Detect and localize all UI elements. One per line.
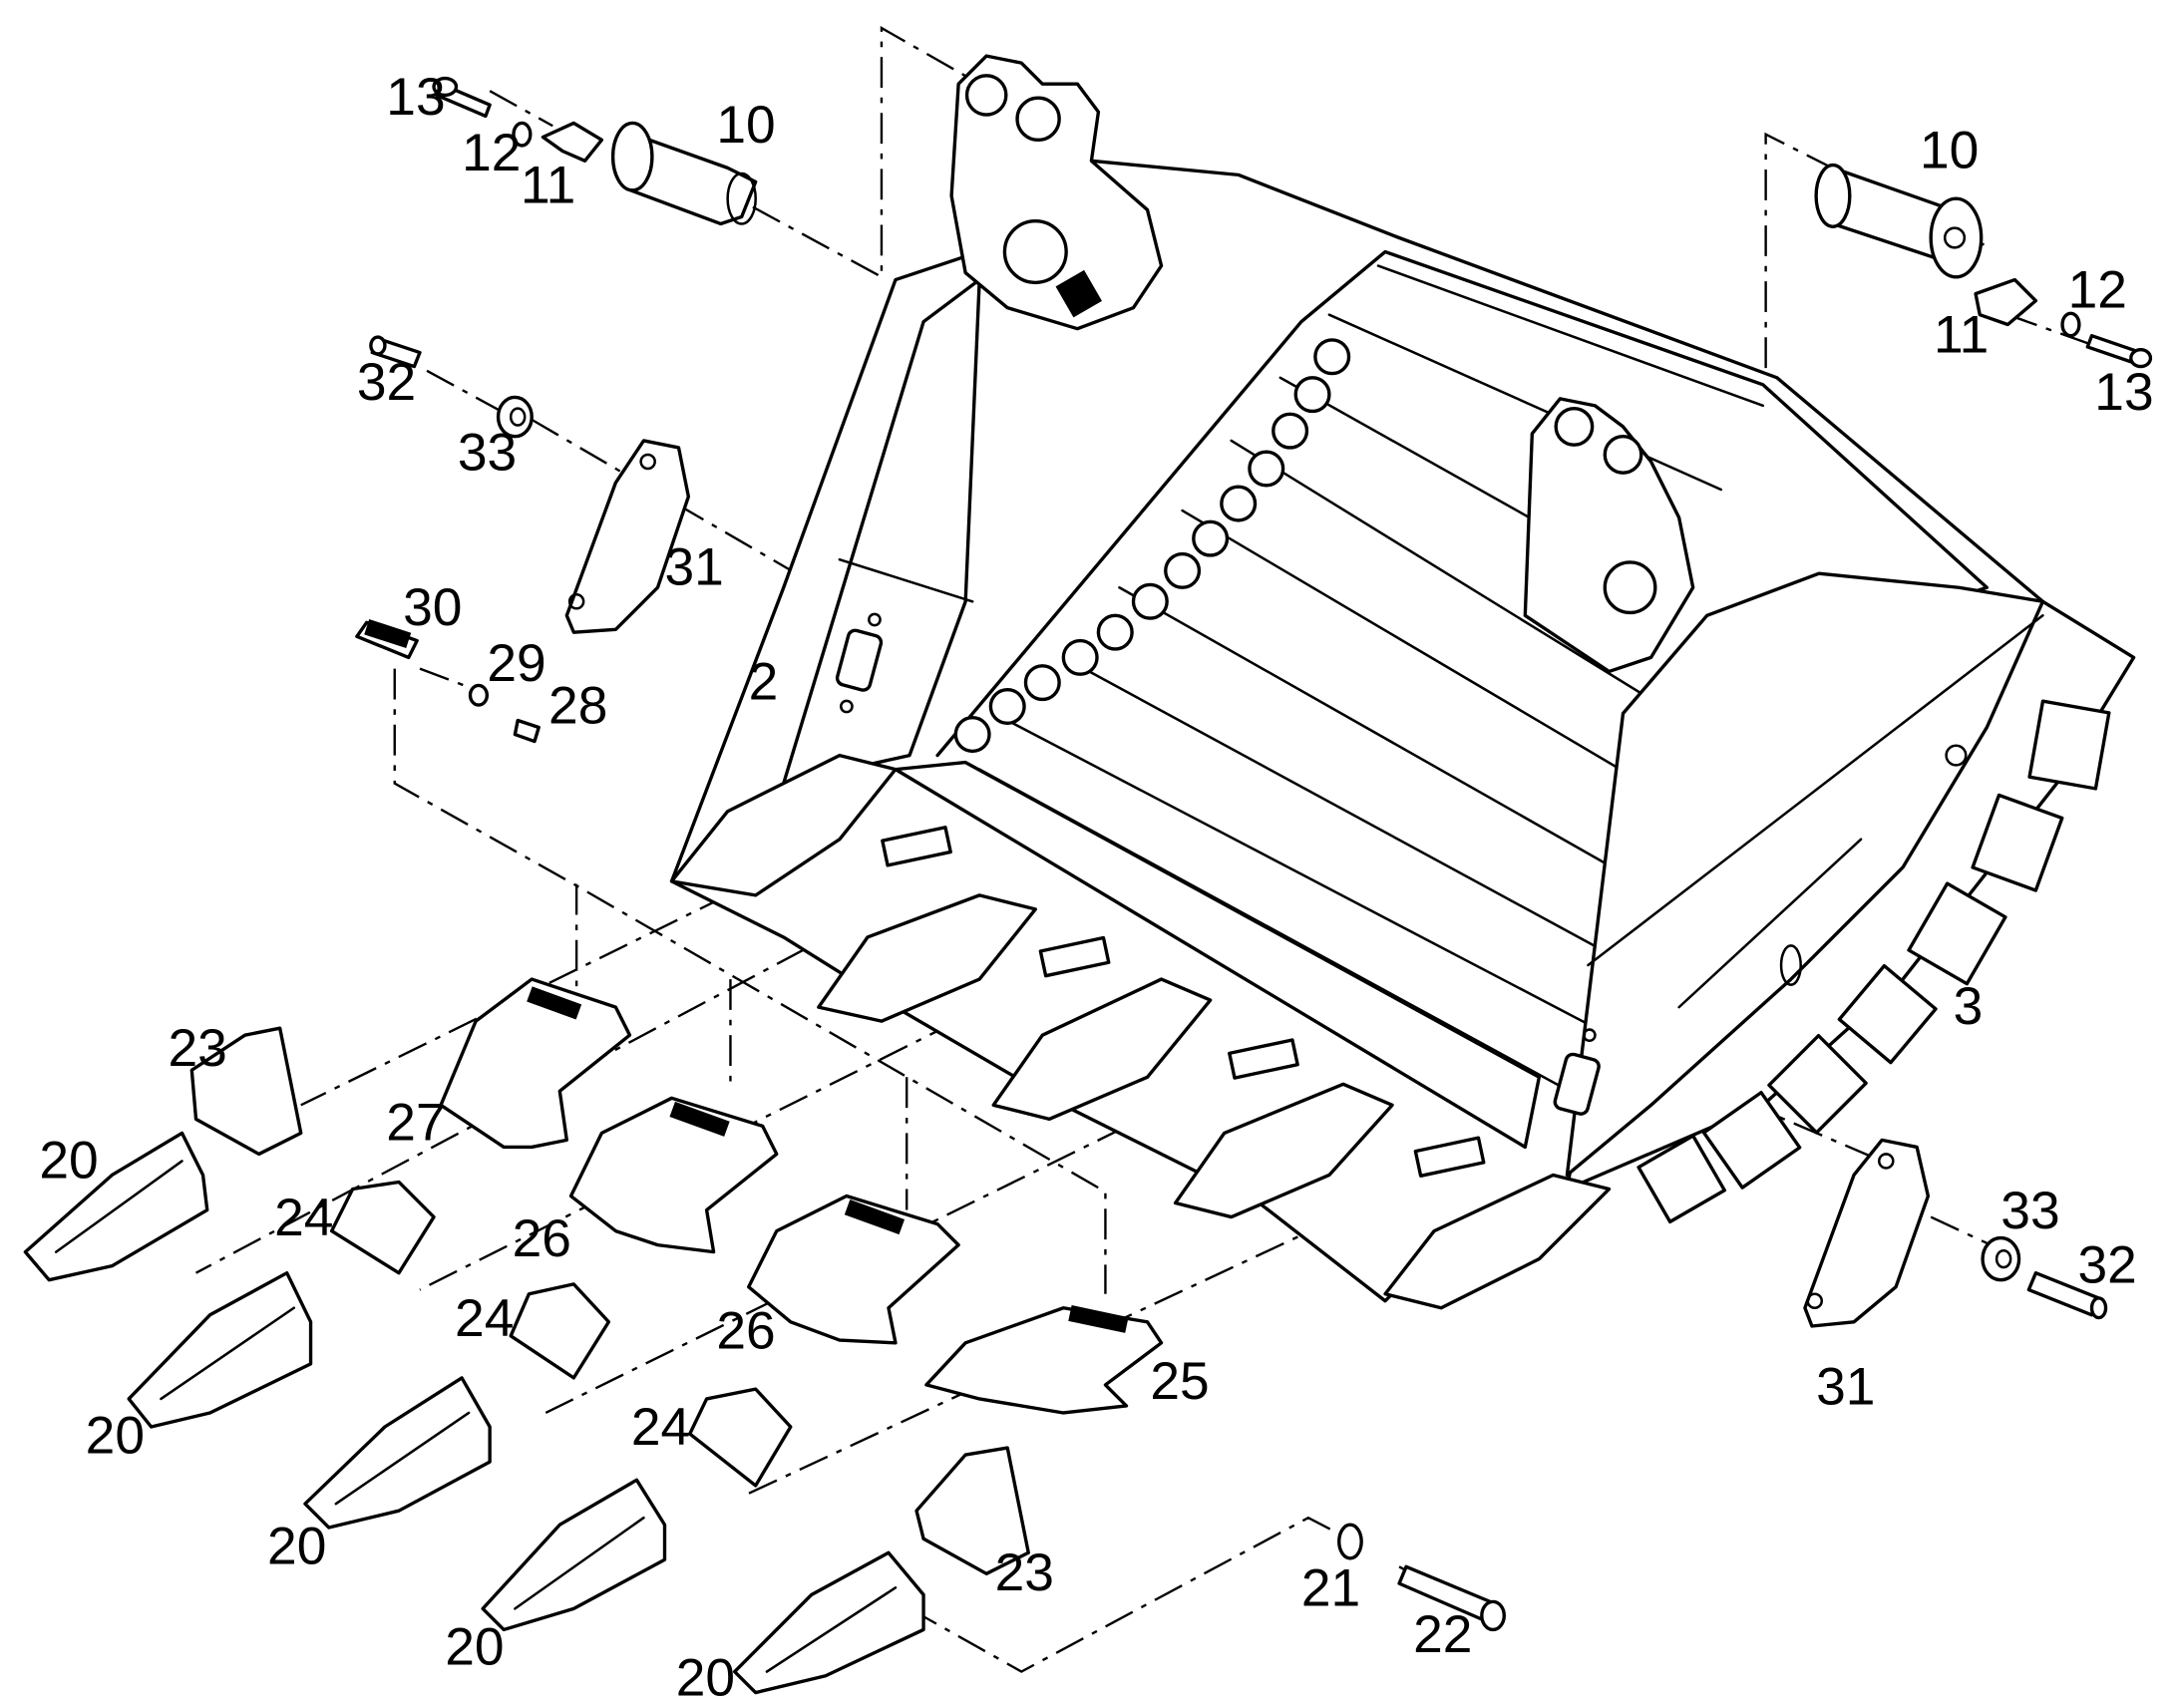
callout-24-c: 24 bbox=[631, 1398, 690, 1457]
shroud-26-lower bbox=[746, 1194, 960, 1345]
callout-11-left: 11 bbox=[521, 156, 575, 214]
callout-10-right: 10 bbox=[1920, 121, 1979, 179]
callout-31-right: 31 bbox=[1816, 1358, 1875, 1417]
shroud-26-upper bbox=[568, 1096, 779, 1254]
callout-26-lower: 26 bbox=[716, 1301, 775, 1360]
callout-10-left: 10 bbox=[716, 96, 775, 155]
callout-13-left: 13 bbox=[386, 68, 445, 127]
pin-32-right bbox=[2026, 1270, 2108, 1320]
corner-adapter-23-upper bbox=[189, 1026, 303, 1157]
callout-13-right: 13 bbox=[2094, 363, 2153, 422]
retainer-11-right bbox=[1974, 277, 2038, 327]
shroud-27 bbox=[439, 977, 632, 1150]
callout-24-a: 24 bbox=[274, 1189, 333, 1247]
clip-30 bbox=[355, 619, 419, 660]
callout-28: 28 bbox=[548, 676, 607, 735]
shroud-25 bbox=[924, 1305, 1164, 1415]
washer-12-left bbox=[512, 121, 533, 148]
callout-29: 29 bbox=[487, 634, 545, 693]
wear-cap-24-c bbox=[688, 1387, 793, 1488]
tooth-tip-20-e bbox=[732, 1550, 925, 1695]
corner-adapter-23-lower bbox=[914, 1446, 1030, 1576]
callout-23-upper: 23 bbox=[168, 1019, 226, 1078]
callout-32-left: 32 bbox=[357, 353, 416, 412]
tooth-tip-20-d bbox=[481, 1478, 667, 1632]
callout-20-c: 20 bbox=[267, 1517, 326, 1575]
washer-33-right bbox=[1981, 1235, 2021, 1282]
pin-22 bbox=[1397, 1564, 1506, 1632]
callout-11-right: 11 bbox=[1934, 306, 1989, 365]
callout-26-upper: 26 bbox=[513, 1209, 571, 1268]
lock-31-left bbox=[564, 439, 691, 634]
callout-20-d: 20 bbox=[445, 1618, 504, 1677]
callout-20-b: 20 bbox=[86, 1407, 145, 1466]
bucket-body bbox=[669, 54, 2136, 1310]
callout-32-right: 32 bbox=[2077, 1236, 2136, 1295]
pin-10-left bbox=[610, 121, 758, 226]
callout-33-right: 33 bbox=[2000, 1182, 2059, 1240]
lock-31-right bbox=[1803, 1138, 1931, 1328]
callout-12-left: 12 bbox=[462, 124, 521, 182]
tooth-tip-20-b bbox=[127, 1270, 313, 1429]
callout-3: 3 bbox=[1954, 977, 1984, 1036]
callout-21: 21 bbox=[1301, 1559, 1360, 1618]
callout-24-b: 24 bbox=[455, 1289, 514, 1348]
callout-labels: 13 12 11 10 10 12 11 13 32 33 31 30 29 2… bbox=[39, 68, 2153, 1707]
pin-10-right bbox=[1814, 163, 1984, 279]
washer-29 bbox=[468, 683, 490, 707]
floor-ribs bbox=[977, 264, 1765, 1107]
washer-12-right bbox=[2060, 311, 2081, 338]
wear-buttons bbox=[953, 338, 1351, 754]
callout-31-left: 31 bbox=[665, 537, 724, 596]
callout-2: 2 bbox=[749, 652, 779, 711]
callout-23-lower: 23 bbox=[995, 1543, 1054, 1602]
bolt-28 bbox=[513, 718, 541, 744]
callout-12-right: 12 bbox=[2068, 261, 2127, 320]
wear-cap-24-a bbox=[329, 1180, 436, 1275]
tooth-tip-20-c bbox=[303, 1376, 492, 1530]
callout-20-a: 20 bbox=[39, 1131, 98, 1190]
callout-33-left: 33 bbox=[458, 423, 517, 482]
callout-30: 30 bbox=[403, 578, 462, 637]
callout-22: 22 bbox=[1413, 1605, 1472, 1664]
tooth-tip-20-a bbox=[23, 1131, 209, 1282]
callout-27: 27 bbox=[386, 1093, 445, 1152]
pin-32-left bbox=[369, 335, 422, 369]
callout-20-e: 20 bbox=[676, 1648, 735, 1707]
callout-25: 25 bbox=[1150, 1352, 1209, 1411]
bolt-13-left bbox=[432, 76, 492, 119]
retainer-21 bbox=[1337, 1523, 1363, 1560]
side-segments bbox=[1636, 699, 2111, 1224]
lip-adapters bbox=[669, 753, 1612, 1310]
washer-33-left bbox=[496, 395, 534, 439]
retainer-11-left bbox=[541, 121, 604, 164]
weld-blocks bbox=[881, 826, 1486, 1178]
bolt-13-right bbox=[2085, 334, 2153, 369]
wear-cap-24-b bbox=[509, 1282, 611, 1380]
